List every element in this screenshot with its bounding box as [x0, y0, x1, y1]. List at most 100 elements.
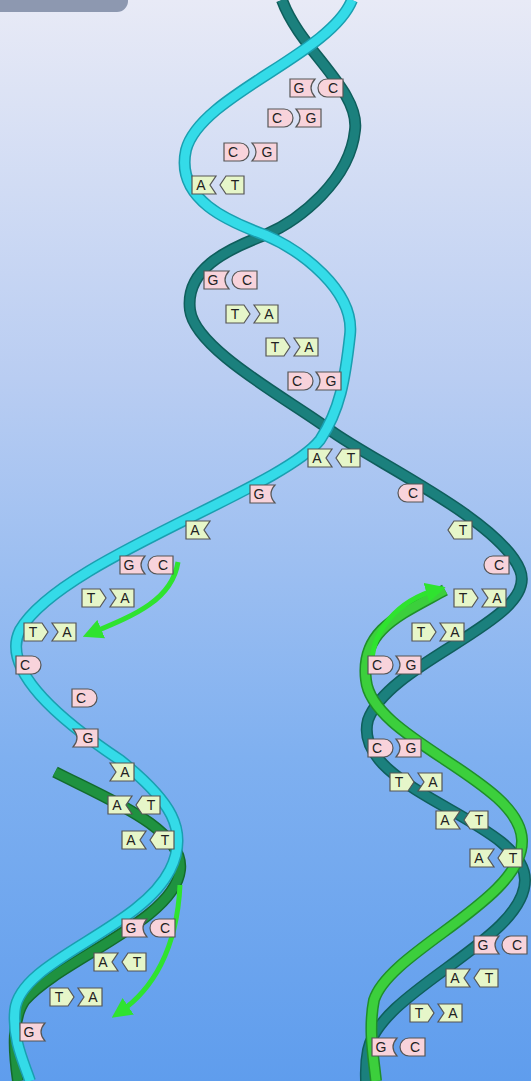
nucleotide-base: C — [223, 142, 250, 162]
base-letter: C — [272, 110, 282, 126]
base-letter: A — [190, 522, 199, 538]
base-outline — [412, 623, 436, 641]
base-letter: C — [372, 657, 382, 673]
base-outline — [122, 953, 146, 971]
base-outline — [440, 623, 464, 641]
nucleotide-base: T — [409, 1003, 435, 1023]
base-outline — [396, 656, 421, 674]
base-letter: A — [450, 970, 459, 986]
base-letter: A — [440, 812, 449, 828]
base-outline — [464, 811, 488, 829]
base-letter: A — [264, 306, 273, 322]
base-letter: A — [120, 590, 129, 606]
nucleotide-base: C — [317, 78, 344, 98]
parent-strand-dark — [190, 0, 525, 1081]
base-letter: G — [306, 110, 317, 126]
base-letter: C — [76, 690, 86, 706]
nucleotide-base: A — [417, 772, 443, 792]
base-letter: G — [376, 1039, 387, 1055]
base-outline — [24, 623, 48, 641]
base-letter: A — [448, 1005, 457, 1021]
nucleotide-base: G — [119, 555, 146, 575]
base-letter: A — [474, 850, 483, 866]
base-outline — [120, 556, 145, 574]
nucleotide-base: G — [249, 484, 276, 504]
base-outline — [73, 729, 98, 747]
strand-edge — [365, 590, 522, 1081]
base-outline — [186, 521, 210, 539]
base-outline — [410, 1004, 434, 1022]
nucleotide-base: A — [307, 448, 333, 468]
nucleotide-base: C — [399, 1037, 426, 1057]
base-outline — [288, 372, 313, 390]
base-outline — [268, 109, 293, 127]
base-letter: T — [395, 774, 404, 790]
base-outline — [108, 796, 132, 814]
base-letter: T — [55, 989, 64, 1005]
nucleotide-base: G — [395, 738, 422, 758]
nucleotide-base: C — [287, 371, 314, 391]
nucleotide-base: T — [135, 795, 161, 815]
base-letter: A — [304, 339, 313, 355]
nucleotide-base: T — [335, 448, 361, 468]
nucleotide-base: C — [149, 918, 176, 938]
base-letter: T — [417, 624, 426, 640]
base-letter: G — [126, 920, 137, 936]
base-letter: A — [120, 764, 129, 780]
base-letter: T — [87, 590, 96, 606]
base-letter: T — [161, 832, 170, 848]
corner-tab — [0, 0, 128, 12]
base-letter: A — [428, 774, 437, 790]
nucleotide-base: T — [225, 304, 251, 324]
base-letter: T — [231, 177, 240, 193]
base-outline — [368, 656, 393, 674]
base-outline — [398, 484, 423, 502]
base-letter: T — [459, 522, 468, 538]
base-outline — [296, 109, 321, 127]
base-outline — [372, 1038, 397, 1056]
base-letter: T — [475, 812, 484, 828]
nucleotide-base: G — [19, 1022, 46, 1042]
base-outline — [290, 79, 315, 97]
nucleotide-base: G — [395, 655, 422, 675]
nucleotide-base: C — [71, 688, 98, 708]
nucleotide-base: C — [501, 935, 528, 955]
new-strand-dark-green — [15, 772, 181, 1081]
base-outline — [454, 589, 478, 607]
nucleotide-base: C — [367, 738, 394, 758]
base-letter: T — [231, 306, 240, 322]
base-outline — [150, 831, 174, 849]
base-letter: C — [410, 1039, 420, 1055]
nucleotide-base: A — [109, 588, 135, 608]
base-letter: C — [512, 937, 522, 953]
base-letter: C — [160, 920, 170, 936]
base-letter: T — [459, 590, 468, 606]
new-strand-bright-green — [365, 590, 522, 1081]
base-outline — [136, 796, 160, 814]
base-outline — [368, 739, 393, 757]
base-letter: T — [29, 624, 38, 640]
base-outline — [482, 589, 506, 607]
base-letter: A — [98, 954, 107, 970]
base-letter: C — [158, 557, 168, 573]
base-outline — [316, 372, 341, 390]
base-letter: A — [196, 177, 205, 193]
base-letter: G — [124, 557, 135, 573]
base-letter: A — [312, 450, 321, 466]
strand-edge — [15, 772, 181, 1081]
base-outline — [318, 79, 343, 97]
nucleotide-base: A — [445, 968, 471, 988]
nucleotide-base: C — [483, 555, 510, 575]
nucleotide-base: A — [51, 622, 77, 642]
base-outline — [224, 143, 249, 161]
base-outline — [294, 338, 318, 356]
nucleotide-base: T — [463, 810, 489, 830]
base-outline — [448, 521, 472, 539]
base-letter: A — [450, 624, 459, 640]
parent-strand-cyan — [15, 0, 352, 1081]
nucleotide-base: A — [437, 1003, 463, 1023]
nucleotide-base: G — [251, 142, 278, 162]
base-letter: G — [294, 80, 305, 96]
